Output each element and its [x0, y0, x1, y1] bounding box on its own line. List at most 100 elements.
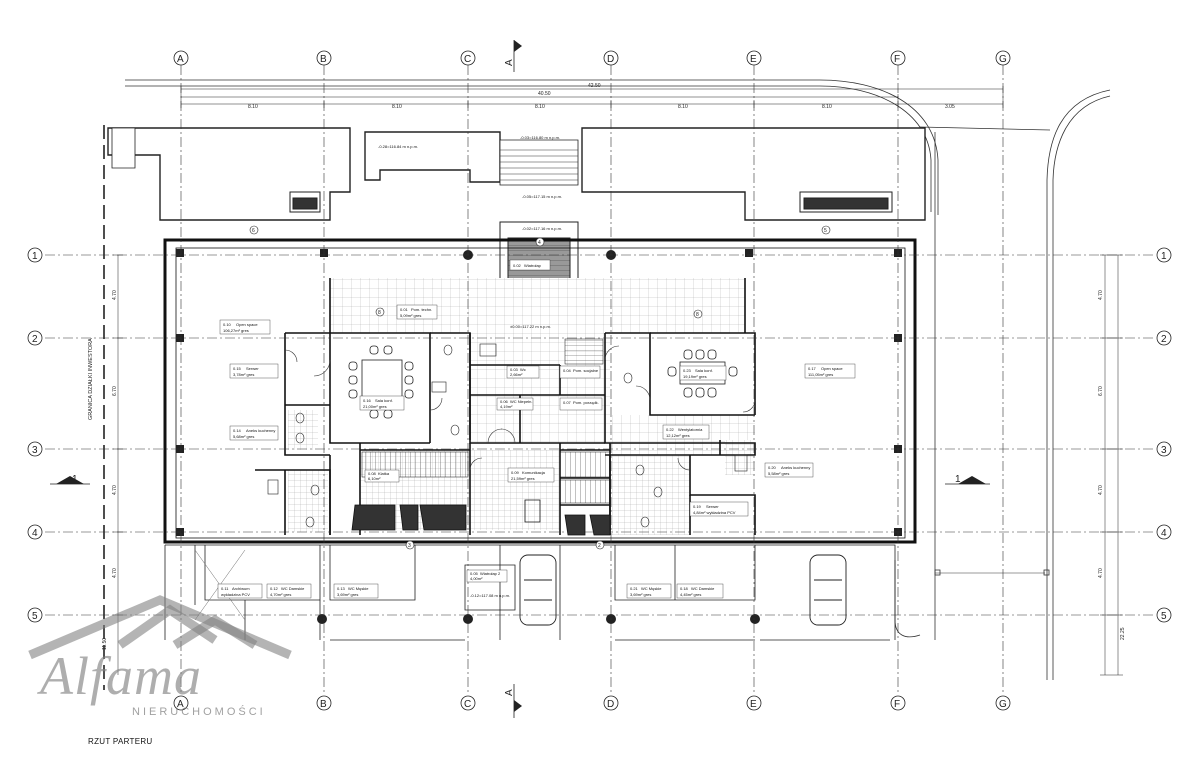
level-entry: -0.02=117.16 m n.p.m.: [522, 226, 562, 231]
room-no: 0.04: [563, 368, 572, 373]
room-open-space-left: 0.10 Open space 106,27m² gres: [219, 319, 271, 335]
room-wc-d: 0.18 WC Damskie 4,45m² gres: [676, 583, 724, 599]
room-area: 5,09m² gres: [400, 313, 421, 318]
dim-overall-outer: 42.50: [588, 83, 601, 89]
dim-span-6: 3.05: [945, 104, 955, 110]
dim-span-3: 8.10: [535, 104, 545, 110]
level-bottom: -0.12=117.08 m n.p.m.: [470, 593, 510, 598]
dim-side-left: 11.50: [102, 638, 108, 650]
section-marker-right: 1: [945, 474, 990, 485]
section-marker-bottom-label: A: [504, 689, 515, 696]
room-no: 0.01: [400, 307, 409, 312]
grid-col-F-bottom: F: [894, 699, 900, 710]
boundary-label: GRANICA DZIAŁKI INWESTORA: [88, 338, 94, 420]
room-area: 3,69m² gres: [630, 592, 651, 597]
room-area: 21,00m² gres: [363, 404, 387, 409]
dim-row-2-left: 6.70: [112, 386, 118, 396]
detail-marker-label: 2: [598, 543, 601, 549]
room-04: 0.04 Pom. socjalne: [559, 365, 601, 379]
room-name: Sala konf.: [375, 398, 393, 403]
room-no: 0.08: [368, 471, 377, 476]
room-name: Pom. techn.: [411, 307, 432, 312]
site-curbs: [125, 79, 1111, 680]
dimension-lines: [113, 86, 1123, 676]
room-no: 0.11: [221, 586, 229, 591]
room-no: 0.02: [513, 263, 522, 268]
room-wc-a: 0.12 WC Damskie 4,70m² gres: [266, 583, 312, 599]
grid-col-C-bottom: C: [464, 699, 471, 710]
room-name: Wiatrołap: [524, 263, 542, 268]
room-area: 12,12m² gres: [666, 433, 690, 438]
room-name: Aneks kuchenny: [246, 428, 275, 433]
room-arch: 0.11 Archiwum wykładzina PCV: [217, 583, 263, 599]
level-top-left: -0.28=116.84 m n.p.m.: [378, 144, 418, 149]
grid-bubbles: [27, 50, 1172, 711]
room-06: 0.06 WC Niepełn. 4,19m²: [496, 397, 534, 411]
detail-marker-label: 5: [824, 228, 827, 234]
lift-shafts: [351, 499, 611, 536]
grid-row-2-right: 2: [1161, 334, 1167, 345]
grid-col-G-top: G: [999, 54, 1007, 65]
logo-subtitle: NIERUCHOMOŚCI: [132, 706, 266, 718]
room-name: Aneks kuchenny: [781, 465, 810, 470]
room-labels: 0.10 Open space 106,27m² gres 0.15 Serwe…: [217, 259, 856, 599]
room-server-right: 0.19 Serwer 4,84m² wykładzina PCV: [689, 501, 749, 517]
detail-marker-label: 8: [696, 312, 699, 318]
room-stair-left: 0.08 Klatka 6,10m²: [364, 469, 400, 483]
dim-overall-inner: 40.50: [538, 91, 551, 97]
room-area: 2,66m²: [510, 372, 523, 377]
level-top-center: -0.03=116.80 m n.p.m.: [520, 135, 560, 140]
parked-cars: [519, 554, 847, 626]
axis-grid: [45, 65, 1155, 695]
section-marker-top-label: A: [504, 59, 515, 66]
room-name: WC Damskie: [281, 586, 305, 591]
room-no: 0.12: [270, 586, 279, 591]
room-name: Serwer: [706, 504, 719, 509]
drawing-caption: RZUT PARTERU: [88, 737, 153, 746]
room-no: 0.06: [500, 399, 509, 404]
room-area: 4,19m²: [500, 404, 513, 409]
room-area: 4,45m² gres: [680, 592, 701, 597]
grid-row-5-left: 5: [32, 611, 38, 622]
grid-row-3-left: 3: [32, 445, 38, 456]
dim-span-1: 8.10: [248, 104, 258, 110]
room-no: 0.21: [630, 586, 639, 591]
section-marker-top: A: [504, 40, 522, 72]
room-name: WC Męskie: [641, 586, 662, 591]
level-hall: ±0.00=117.22 m n.p.m.: [510, 324, 551, 329]
dim-total-right: 22.25: [1120, 627, 1126, 640]
room-no: 0.14: [233, 428, 242, 433]
grid-col-E-bottom: E: [750, 699, 757, 710]
dim-row-2-right: 6.70: [1098, 386, 1104, 396]
room-name: Wc: [520, 367, 526, 372]
lower-annex: [164, 544, 896, 641]
room-no: 0.13: [337, 586, 346, 591]
room-kitchen-right: 0.20 Aneks kuchenny 5,58m² gres: [764, 462, 814, 478]
grid-row-2-left: 2: [32, 334, 38, 345]
room-open-space-right: 0.17 Open space 111,05m² gres: [804, 363, 856, 379]
room-area: 106,27m² gres: [223, 328, 249, 333]
dim-span-2: 8.10: [392, 104, 402, 110]
room-area: 6,10m²: [368, 476, 381, 481]
level-ramp: -0.05=117.15 m n.p.m.: [522, 194, 562, 199]
room-area: 4,70m² gres: [270, 592, 291, 597]
grid-col-F-top: F: [894, 54, 900, 65]
room-no: 0.23: [683, 368, 692, 373]
room-conf-left: 0.16 Sala konf. 21,00m² gres: [359, 395, 405, 411]
room-reception: 0.01 Pom. techn. 5,09m² gres: [396, 304, 438, 320]
room-name: WC Niepełn.: [510, 399, 532, 404]
grid-col-C-top: C: [464, 54, 471, 65]
ramp-steps: [500, 149, 578, 181]
logo-wordmark: Alfama: [40, 646, 202, 706]
dim-row-4-left: 4.70: [112, 568, 118, 578]
grid-col-B-top: B: [320, 54, 327, 65]
room-area: 111,05m² gres: [808, 372, 833, 377]
dim-row-3-right: 4.70: [1098, 485, 1104, 495]
detail-marker-label: 4: [538, 240, 541, 246]
grid-col-A-top: A: [177, 54, 184, 65]
room-name: Open space: [236, 322, 258, 327]
grid-col-A-bottom: A: [177, 699, 184, 710]
room-conf-right: 0.23 Sala konf. 19,19m² gres: [679, 365, 727, 381]
detail-marker-label: 6: [252, 228, 255, 234]
